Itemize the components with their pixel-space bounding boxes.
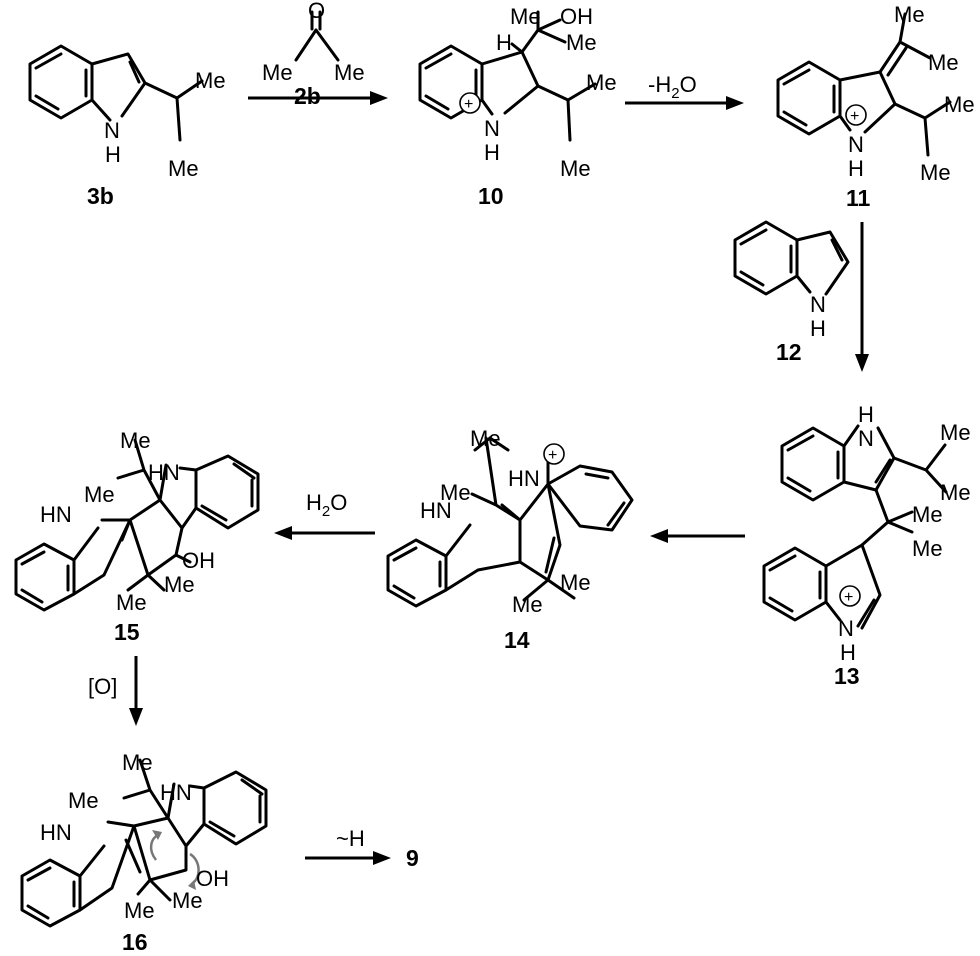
atom-h: H [496,30,512,55]
atom-me: Me [560,156,591,181]
atom-me: Me [566,30,597,55]
atom-h: H [858,402,874,427]
atom-n: N [810,292,826,317]
compound-label: 3b [87,183,114,209]
atom-me: Me [940,480,971,505]
atom-me: Me [334,60,365,85]
compound-14: + Me Me HN HN Me Me 14 [386,426,634,653]
charge-plus: + [548,447,557,464]
atom-n: N [848,132,864,157]
atom-n: N [104,118,120,143]
charge-plus: + [464,96,473,113]
compound-label: 12 [776,339,802,365]
compound-label: 14 [504,627,530,653]
compound-16: Me Me HN HN OH Me Me 16 [20,750,268,955]
atom-me: Me [920,160,951,185]
atom-hn: HN [508,466,540,491]
atom-h: H [840,640,856,665]
atom-me: Me [262,60,293,85]
atom-me: Me [560,570,591,595]
atom-me: Me [164,572,195,597]
atom-h: H [810,316,826,341]
reaction-arrow [129,656,143,726]
compound-label: 15 [114,619,140,645]
atom-me: Me [195,68,226,93]
compound-10: + H Me OH Me N H Me Me 10 [418,4,617,209]
atom-me: Me [470,426,501,451]
atom-me: Me [586,70,617,95]
atom-me: Me [894,2,925,27]
atom-me: Me [512,592,543,617]
reaction-arrow [305,851,391,865]
atom-hn: HN [420,498,452,523]
atom-me: Me [912,502,943,527]
atom-hn: HN [40,820,72,845]
atom-me: Me [440,480,471,505]
atom-oh: OH [560,4,593,29]
atom-oh: OH [196,866,229,891]
atom-n: N [838,616,854,641]
compound-12: N H 12 [733,220,850,365]
compound-11: + Me Me N H Me Me 11 [776,2,975,211]
charge-plus: + [850,108,859,125]
compound-label: 10 [478,183,504,209]
charge-plus: + [844,589,853,606]
atom-hn: HN [40,502,72,527]
compound-label: 16 [122,929,148,955]
atom-h: H [105,142,121,167]
atom-oh: OH [182,548,215,573]
atom-hn: HN [160,780,192,805]
reaction-arrow [625,96,744,110]
atom-me: Me [510,4,541,29]
atom-me: Me [124,898,155,923]
atom-me: Me [168,156,199,181]
reaction-arrow [248,91,388,105]
atom-hn: HN [148,460,180,485]
atom-me: Me [172,888,203,913]
atom-me: Me [116,590,147,615]
reaction-arrow [274,526,375,540]
atom-o: O [308,0,325,23]
compound-15: Me Me HN HN OH Me Me 15 [14,428,260,645]
reaction-arrow [855,222,869,372]
atom-me: Me [84,482,115,507]
condition-oxidation: [O] [88,674,117,699]
atom-me: Me [122,750,153,775]
atom-n: N [858,426,874,451]
atom-me: Me [928,50,959,75]
atom-me: Me [68,788,99,813]
atom-n: N [484,116,500,141]
compound-label: 13 [834,663,860,689]
atom-h: H [848,156,864,181]
condition-dehydration: -H2O [648,72,697,102]
reaction-arrow [650,529,745,543]
atom-me: Me [912,536,943,561]
condition-water: H2O [306,490,347,520]
atom-h: H [484,140,500,165]
compound-13: + H N Me Me Me Me N H 13 [762,402,971,689]
compound-label: 2b [294,83,321,109]
acetone-2b: O Me Me 2b [262,0,365,109]
atom-me: Me [944,92,975,117]
compound-label: 9 [406,845,419,871]
atom-me: Me [120,428,151,453]
compound-label: 11 [846,185,871,211]
compound-3b: N H Me Me 3b [28,44,226,209]
atom-me: Me [940,420,971,445]
condition-hydride-shift: ~H [336,826,365,851]
